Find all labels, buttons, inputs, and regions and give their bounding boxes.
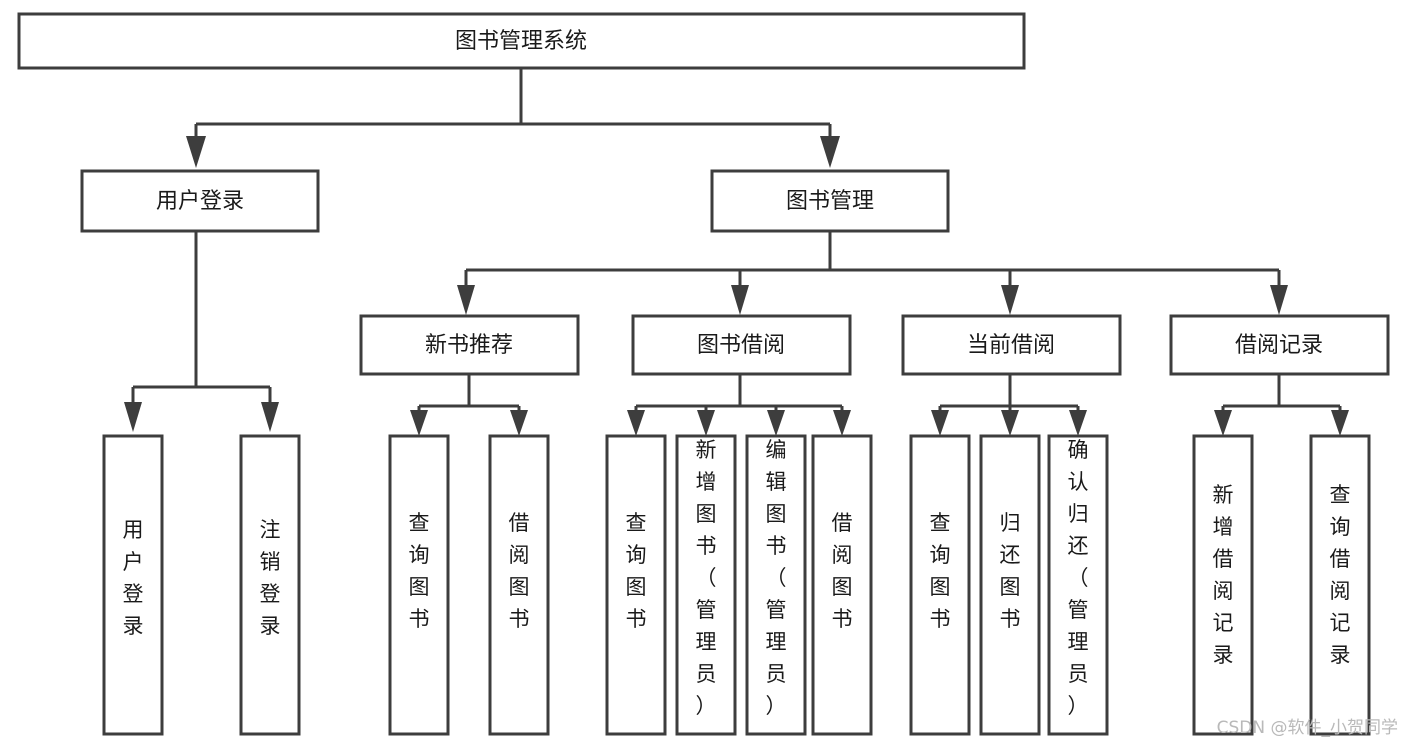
- arrowhead-nbr-leaf-1: [410, 410, 428, 436]
- arrowhead-leaf-user-login: [124, 402, 142, 432]
- leaf-label-query-borrow-record: 查询借阅记录: [1330, 483, 1351, 667]
- node-borrow-record-box[interactable]: [1169, 314, 1390, 376]
- leaf-box-edit-book-admin[interactable]: [745, 434, 807, 736]
- leaf-box-add-borrow-record[interactable]: [1192, 434, 1254, 736]
- arrowhead-bb-leaf-1: [627, 410, 645, 436]
- node-book-manage-label: 图书管理: [786, 189, 874, 214]
- leaf-label-add-book-admin: 新增图书（管理员）: [696, 438, 717, 718]
- leaf-label-borrow-book-nbr: 借阅图书: [509, 511, 530, 631]
- leaf-box-query-borrow-record[interactable]: [1309, 434, 1371, 736]
- connector-group-book-borrow: [627, 375, 851, 436]
- node-user-login-box[interactable]: [80, 169, 320, 233]
- leaf-label-query-book-bb: 查询图书: [626, 511, 647, 631]
- leaf-node-query-book-bb[interactable]: 查询图书: [605, 434, 667, 736]
- node-borrow-record-label: 借阅记录: [1235, 333, 1323, 358]
- node-new-book-recommend-label: 新书推荐: [425, 333, 513, 358]
- leaf-box-return-book[interactable]: [979, 434, 1041, 736]
- leaf-node-edit-book-admin[interactable]: 编辑图书（管理员）: [745, 434, 807, 736]
- arrowhead-borrow-record: [1270, 285, 1288, 315]
- leaf-label-add-borrow-record: 新增借阅记录: [1213, 483, 1234, 667]
- arrowhead-book-manage: [820, 136, 840, 168]
- node-root-box[interactable]: [17, 12, 1026, 70]
- arrowhead-new-book-recommend: [457, 285, 475, 315]
- node-book-borrow[interactable]: 图书借阅: [631, 314, 852, 376]
- arrowhead-leaf-logout: [261, 402, 279, 432]
- arrowhead-bb-leaf-2: [697, 410, 715, 436]
- connector-group-user-login: [124, 232, 279, 432]
- leaf-node-add-borrow-record[interactable]: 新增借阅记录: [1192, 434, 1254, 736]
- leaf-node-user-login[interactable]: 用户登录: [102, 434, 164, 736]
- node-new-book-recommend[interactable]: 新书推荐: [359, 314, 580, 376]
- node-current-borrow-label: 当前借阅: [967, 333, 1055, 358]
- arrowhead-cb-leaf-1: [931, 410, 949, 436]
- leaf-box-confirm-return-admin[interactable]: [1047, 434, 1109, 736]
- leaf-box-add-book-admin[interactable]: [675, 434, 737, 736]
- connector-group-current-borrow: [931, 375, 1087, 436]
- node-root-system[interactable]: 图书管理系统: [17, 12, 1026, 70]
- arrowhead-bb-leaf-3: [767, 410, 785, 436]
- arrowhead-current-borrow: [1001, 285, 1019, 315]
- leaf-label-edit-book-admin: 编辑图书（管理员）: [766, 438, 787, 718]
- node-root-label: 图书管理系统: [455, 29, 587, 54]
- leaf-label-query-book-nbr: 查询图书: [409, 511, 430, 631]
- node-book-borrow-label: 图书借阅: [697, 333, 785, 358]
- connector-group-root: [186, 68, 840, 168]
- csdn-watermark: CSDN @软件_小贺同学: [1217, 718, 1398, 738]
- arrowhead-cb-leaf-2: [1001, 410, 1019, 436]
- leaf-label-logout: 注销登录: [260, 518, 281, 638]
- leaf-node-logout[interactable]: 注销登录: [239, 434, 301, 736]
- arrowhead-book-borrow: [731, 285, 749, 315]
- leaf-node-return-book[interactable]: 归还图书: [979, 434, 1041, 736]
- leaf-box-query-book-bb[interactable]: [605, 434, 667, 736]
- leaf-box-user-login[interactable]: [102, 434, 164, 736]
- node-user-login[interactable]: 用户登录: [80, 169, 320, 233]
- arrowhead-nbr-leaf-2: [510, 410, 528, 436]
- arrowhead-br-leaf-2: [1331, 410, 1349, 436]
- connector-group-new-book-recommend: [410, 375, 528, 436]
- leaf-node-borrow-book-nbr[interactable]: 借阅图书: [488, 434, 550, 736]
- node-book-manage[interactable]: 图书管理: [710, 169, 950, 233]
- arrowhead-cb-leaf-3: [1069, 410, 1087, 436]
- node-book-borrow-box[interactable]: [631, 314, 852, 376]
- node-borrow-record[interactable]: 借阅记录: [1169, 314, 1390, 376]
- leaf-label-query-book-cb: 查询图书: [930, 511, 951, 631]
- arrowhead-user-login: [186, 136, 206, 168]
- leaf-box-borrow-book-bb[interactable]: [811, 434, 873, 736]
- leaf-box-logout[interactable]: [239, 434, 301, 736]
- arrowhead-bb-leaf-4: [833, 410, 851, 436]
- connector-group-borrow-record: [1214, 375, 1349, 436]
- node-user-login-label: 用户登录: [156, 189, 244, 214]
- leaf-node-add-book-admin[interactable]: 新增图书（管理员）: [675, 434, 737, 736]
- leaf-node-query-book-cb[interactable]: 查询图书: [909, 434, 971, 736]
- leaf-node-confirm-return-admin[interactable]: 确认归还（管理员）: [1047, 434, 1109, 736]
- leaf-box-query-book-nbr[interactable]: [388, 434, 450, 736]
- leaf-node-borrow-book-bb[interactable]: 借阅图书: [811, 434, 873, 736]
- leaf-node-query-book-nbr[interactable]: 查询图书: [388, 434, 450, 736]
- leaf-box-borrow-book-nbr[interactable]: [488, 434, 550, 736]
- leaf-box-query-book-cb[interactable]: [909, 434, 971, 736]
- arrowhead-br-leaf-1: [1214, 410, 1232, 436]
- leaf-label-confirm-return-admin: 确认归还（管理员）: [1068, 438, 1089, 718]
- leaf-label-borrow-book-bb: 借阅图书: [832, 511, 853, 631]
- node-book-manage-box[interactable]: [710, 169, 950, 233]
- leaf-label-user-login: 用户登录: [123, 518, 144, 638]
- connector-group-book-manage: [457, 232, 1288, 315]
- node-current-borrow[interactable]: 当前借阅: [901, 314, 1122, 376]
- leaf-label-return-book: 归还图书: [1000, 511, 1021, 631]
- leaf-node-query-borrow-record[interactable]: 查询借阅记录: [1309, 434, 1371, 736]
- node-current-borrow-box[interactable]: [901, 314, 1122, 376]
- node-new-book-recommend-box[interactable]: [359, 314, 580, 376]
